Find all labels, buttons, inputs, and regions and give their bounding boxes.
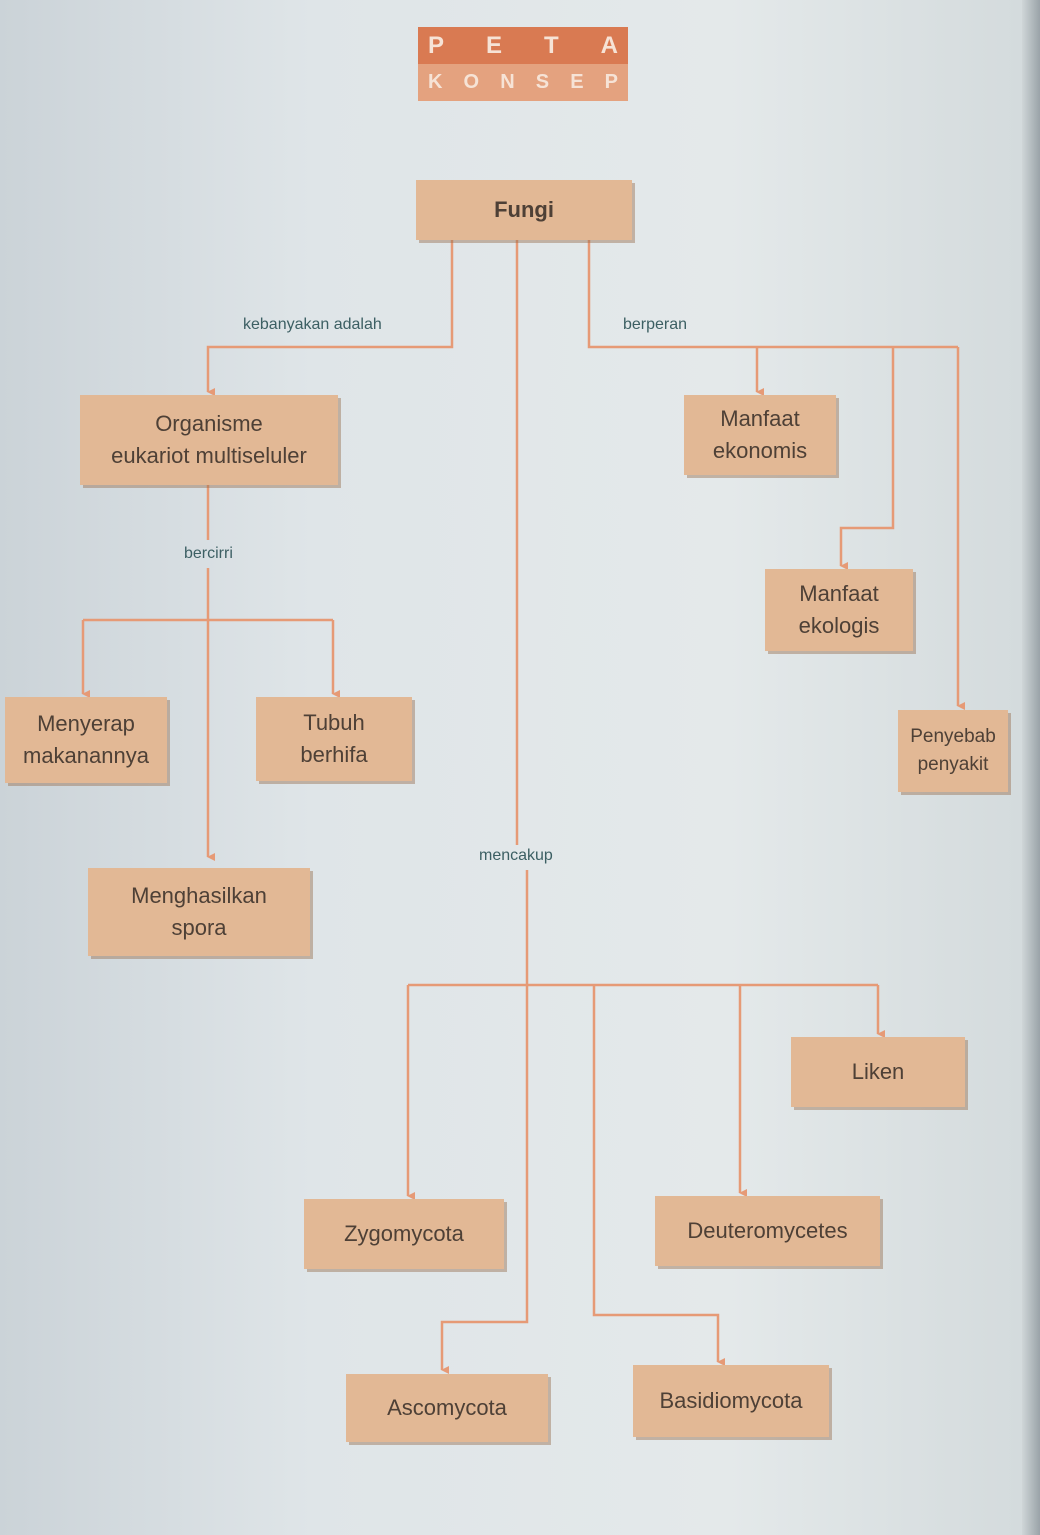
peta-konsep-header: P E T A K O N S E P <box>418 27 628 101</box>
header-letter: E <box>486 31 503 59</box>
page-edge <box>1022 0 1040 1535</box>
connector-basidiomycota <box>592 985 725 1366</box>
connector-mencakup-trunk <box>440 870 529 1374</box>
label-berperan: berperan <box>623 316 688 333</box>
node-menyerap-makanannya: Menyerap makanannya <box>5 697 167 783</box>
node-liken: Liken <box>791 1037 965 1107</box>
node-manfaat-ekologis: Manfaat ekologis <box>765 569 913 651</box>
header-line-konsep: K O N S E P <box>418 64 628 101</box>
node-manfaat-ekonomis: Manfaat ekonomis <box>684 395 836 475</box>
header-letter: P <box>428 31 445 59</box>
connector-manfaat-ekologis <box>839 347 895 570</box>
node-penyebab-penyakit: Penyebab penyakit <box>898 710 1008 792</box>
header-letter: K <box>428 71 443 93</box>
node-organisme-eukariot: Organisme eukariot multiseluler <box>80 395 338 485</box>
header-letter: A <box>600 31 618 59</box>
connector-fungi-berperan <box>587 240 958 349</box>
label-mencakup: mencakup <box>479 847 553 864</box>
header-letter: P <box>604 71 618 93</box>
node-tubuh-berhifa: Tubuh berhifa <box>256 697 412 781</box>
node-zygomycota: Zygomycota <box>304 1199 504 1269</box>
label-bercirri: bercirri <box>184 545 233 562</box>
header-letter: S <box>535 71 550 93</box>
header-letter: N <box>500 71 515 93</box>
header-letter: T <box>544 31 559 59</box>
node-fungi: Fungi <box>416 180 632 240</box>
connector-fungi-organisme <box>206 240 454 396</box>
label-kebanyakan-adalah: kebanyakan adalah <box>243 316 382 333</box>
header-letter: O <box>463 71 480 93</box>
node-ascomycota: Ascomycota <box>346 1374 548 1442</box>
node-basidiomycota: Basidiomycota <box>633 1365 829 1437</box>
header-letter: E <box>570 71 584 93</box>
node-deuteromycetes: Deuteromycetes <box>655 1196 880 1266</box>
header-line-peta: P E T A <box>418 27 628 64</box>
node-menghasilkan-spora: Menghasilkan spora <box>88 868 310 956</box>
